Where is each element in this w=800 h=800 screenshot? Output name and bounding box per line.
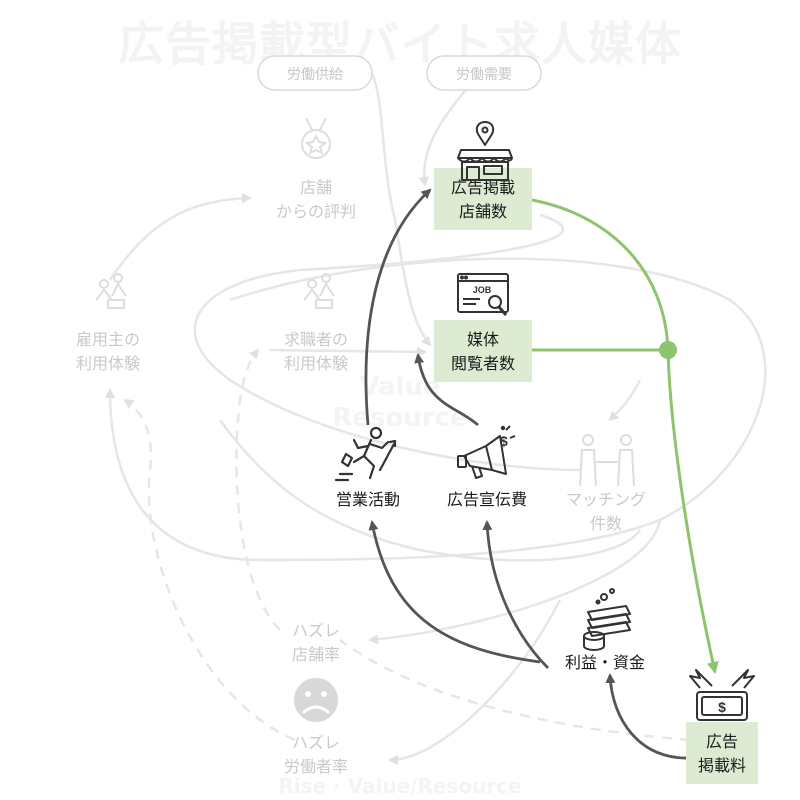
faint-node-matching-count-line2: 件数 [590, 514, 622, 533]
watermark-line-2: Resource [332, 403, 467, 433]
faint-node-store-reputation-line1: 店舗 [300, 178, 332, 197]
svg-text:$: $ [718, 699, 726, 715]
faint-node-seeker-experience-line1: 求職者の [284, 330, 348, 349]
employer-cheer-icon [95, 273, 127, 309]
node-ad-fee-line2: 掲載料 [698, 756, 746, 775]
node-profit-funds: 利益・資金 [565, 653, 645, 672]
faint-node-matching-count: マッチング 件数 [566, 490, 646, 533]
faint-node-mismatch-store-rate: ハズレ 店舗率 [292, 621, 340, 664]
pill-labor-demand: 労働需要 [426, 55, 542, 91]
faint-node-employer-experience-line1: 雇用主の [76, 330, 140, 349]
link-sales-to-stores [364, 188, 432, 426]
job-search-icon: JOB [457, 273, 509, 316]
pill-labor-supply-label: 労働供給 [287, 67, 343, 83]
pill-labor-supply: 労働供給 [257, 55, 373, 91]
node-media-viewers-line2: 閲覧者数 [451, 354, 515, 373]
faint-loop-wide-2 [105, 257, 767, 562]
faint-node-mismatch-worker-rate-line2: 労働者率 [284, 757, 348, 776]
faint-node-mismatch-worker-rate: ハズレ 労働者率 [284, 733, 348, 776]
handshake-people-icon [579, 434, 635, 487]
node-ad-fee: 広告 掲載料 [686, 722, 758, 784]
megaphone-icon: $ [457, 425, 516, 479]
faint-node-employer-experience: 雇用主の 利用体験 [76, 330, 140, 373]
faint-loop-matching [608, 379, 642, 422]
faint-node-matching-count-line1: マッチング [566, 490, 646, 509]
link-profit-to-sales [368, 520, 541, 664]
faint-links [105, 69, 767, 765]
link-profit-to-adspend [482, 520, 549, 669]
medal-icon [301, 117, 331, 159]
watermark-line-1: Value [359, 372, 440, 402]
footer-watermark: Rise · Value/Resource [278, 774, 521, 798]
dark-links [364, 188, 691, 760]
faint-loop-wide-5 [218, 419, 642, 562]
sad-face-icon [294, 678, 338, 722]
coin-stack-icon [583, 588, 631, 651]
svg-text:$: $ [500, 433, 508, 449]
node-profit-funds-label: 利益・資金 [565, 653, 645, 672]
diagram-title: 広告掲載型バイト求人媒体 [118, 17, 682, 71]
faint-loop-supply [368, 69, 432, 347]
faint-loop-seeker [269, 346, 427, 357]
seeker-cheer-icon [303, 273, 335, 309]
green-junction-dot [659, 341, 677, 359]
node-media-viewers: 媒体 閲覧者数 [434, 320, 532, 382]
faint-dash-3 [339, 638, 691, 742]
faint-node-mismatch-store-rate-line2: 店舗率 [292, 645, 340, 664]
faint-node-store-reputation-line2: からの評判 [276, 202, 356, 221]
node-listing-stores-line2: 店舗数 [459, 202, 507, 221]
faint-node-store-reputation: 店舗 からの評判 [276, 178, 356, 221]
node-sales-activity: 営業活動 [336, 490, 400, 509]
running-person-icon [334, 426, 397, 482]
faint-node-employer-experience-line2: 利用体験 [76, 354, 140, 373]
node-media-viewers-line1: 媒体 [467, 330, 499, 349]
pill-labor-demand-label: 労働需要 [456, 67, 512, 83]
winged-money-icon: $ [689, 669, 755, 721]
faint-node-seeker-experience-line2: 利用体験 [284, 354, 348, 373]
node-ad-spend-label: 広告宣伝費 [447, 490, 527, 509]
node-listing-stores-line1: 広告掲載 [451, 178, 515, 197]
svg-text:JOB: JOB [473, 285, 492, 295]
faint-loop-wide-4 [368, 519, 662, 645]
node-ad-spend: 広告宣伝費 [447, 490, 527, 509]
faint-dash-1 [123, 398, 296, 742]
faint-node-mismatch-worker-rate-line1: ハズレ [292, 733, 340, 752]
link-fee-to-profit [605, 673, 691, 760]
node-ad-fee-line1: 広告 [706, 732, 738, 751]
shop-pin-icon [457, 121, 513, 181]
node-listing-stores: 広告掲載 店舗数 [434, 168, 532, 230]
faint-loop-wide-3 [388, 599, 562, 765]
node-sales-activity-label: 営業活動 [336, 490, 400, 509]
faint-loop-reputation [108, 193, 252, 281]
link-adspend-to-viewers [414, 353, 479, 427]
faint-loop-wide-1 [193, 213, 581, 472]
faint-dash-2 [235, 348, 281, 631]
faint-node-seeker-experience: 求職者の 利用体験 [284, 330, 348, 373]
faint-loop-demand [418, 84, 471, 187]
faint-dashed-links [123, 348, 691, 742]
faint-node-mismatch-store-rate-line1: ハズレ [292, 621, 340, 640]
